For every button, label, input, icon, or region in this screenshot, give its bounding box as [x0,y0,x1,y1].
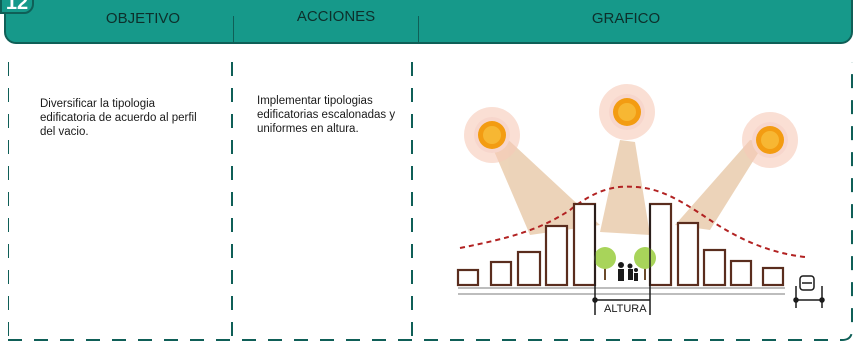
dashed-table-frame [8,62,853,341]
light-beams [485,130,765,235]
sun-icon [464,107,520,163]
acciones-text: Implementar tipologias edificatorias esc… [257,95,396,135]
header-grafico: GRAFICO [591,10,661,27]
tree-icon [594,247,616,280]
family-icon [618,262,638,281]
header-divider [233,16,234,44]
bus-dimension [793,286,825,308]
header-divider [418,16,419,44]
buildings [456,202,785,287]
table-header: OBJETIVO ACCIONES GRAFICO [4,0,853,44]
header-acciones: ACCIONES [296,8,376,25]
height-profile-diagram [456,84,825,315]
objetivo-text: Diversificar la tipologia edificatoria d… [40,98,197,138]
altura-label: ALTURA [604,303,647,315]
sun-icon [742,112,798,168]
ground [458,287,785,295]
profile-curve [459,185,806,258]
sun-icon [599,84,655,140]
height-dimension [592,204,651,315]
header-objetivo: OBJETIVO [105,10,181,27]
bus-icon [799,275,815,291]
section-number-badge: 12 [0,0,34,14]
